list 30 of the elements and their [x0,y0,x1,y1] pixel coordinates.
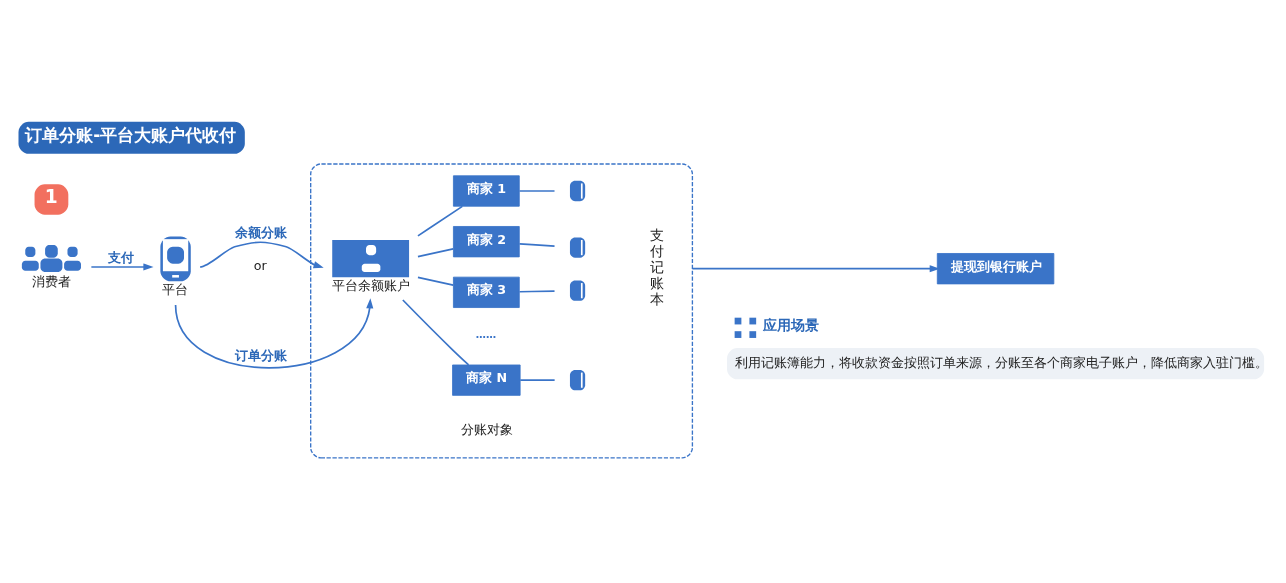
node-box: 提现到银行账户 [936,253,1055,285]
edge-label: 支付 [108,249,135,265]
label: 分账对象 [460,421,513,437]
label: or [253,257,267,273]
connector [518,290,556,293]
node-label: 平台余额账户 [332,277,411,293]
label: 支付记账本 [650,227,665,308]
connector [518,242,556,247]
label: 1 [44,186,58,208]
label: …… [475,329,497,341]
connector [417,205,464,237]
diagram-title: 订单分账-平台大账户代收付 [25,125,237,146]
node-label: 消费者 [32,273,72,289]
arrow [174,298,374,369]
connector [417,276,455,287]
edge-label: 余额分账 [234,225,287,241]
connector [518,190,556,192]
node-box: 商家 2 [453,226,520,258]
arrow [199,241,324,269]
arrow [691,265,940,273]
edge-label: 订单分账 [234,347,287,363]
connector [402,299,470,366]
node-box: 商家 3 [453,276,520,308]
node-box: 商家 1 [453,175,520,207]
node-box [332,240,410,278]
node-box: 商家 N [452,364,521,396]
node-label: 平台 [162,282,189,298]
connector [519,379,556,381]
arrow [90,263,154,271]
connector [417,248,455,258]
